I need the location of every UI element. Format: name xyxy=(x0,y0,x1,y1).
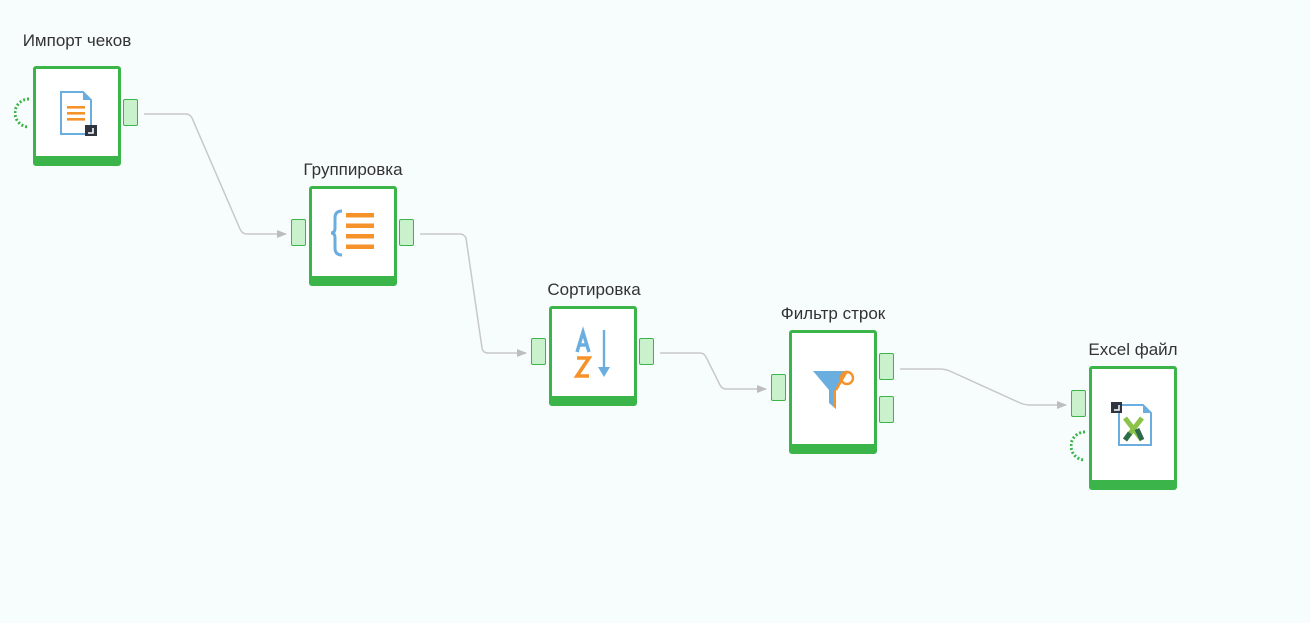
input-port[interactable] xyxy=(291,219,306,246)
node-label-filter: Фильтр строк xyxy=(780,304,886,323)
import-document-icon xyxy=(60,90,97,136)
link-grouping-sorting[interactable] xyxy=(420,233,527,357)
output-port-false[interactable] xyxy=(879,396,894,423)
filter-funnel-icon xyxy=(813,369,855,409)
link-import-grouping[interactable] xyxy=(144,113,287,238)
output-port-true[interactable] xyxy=(879,353,894,380)
external-input-port[interactable] xyxy=(1070,430,1086,462)
external-input-port[interactable] xyxy=(14,97,30,129)
excel-file-icon xyxy=(1111,401,1152,446)
node-label-import: Импорт чеков xyxy=(22,31,132,50)
node-import[interactable] xyxy=(33,66,121,166)
node-sorting[interactable] xyxy=(549,306,637,406)
output-port[interactable] xyxy=(399,219,414,246)
output-port[interactable] xyxy=(639,338,654,365)
link-filter-excel[interactable] xyxy=(900,368,1067,409)
input-port[interactable] xyxy=(771,374,786,401)
grouping-brace-icon xyxy=(330,209,374,256)
node-label-excel: Excel файл xyxy=(1088,340,1178,359)
node-grouping[interactable] xyxy=(309,186,397,286)
input-port[interactable] xyxy=(531,338,546,365)
sort-az-icon xyxy=(573,325,610,378)
link-sorting-filter[interactable] xyxy=(660,352,767,393)
input-port[interactable] xyxy=(1071,390,1086,417)
node-label-grouping: Группировка xyxy=(303,160,403,179)
node-excel[interactable] xyxy=(1089,366,1177,490)
node-filter[interactable] xyxy=(789,330,877,454)
output-port[interactable] xyxy=(123,99,138,126)
node-label-sorting: Сортировка xyxy=(547,280,641,299)
